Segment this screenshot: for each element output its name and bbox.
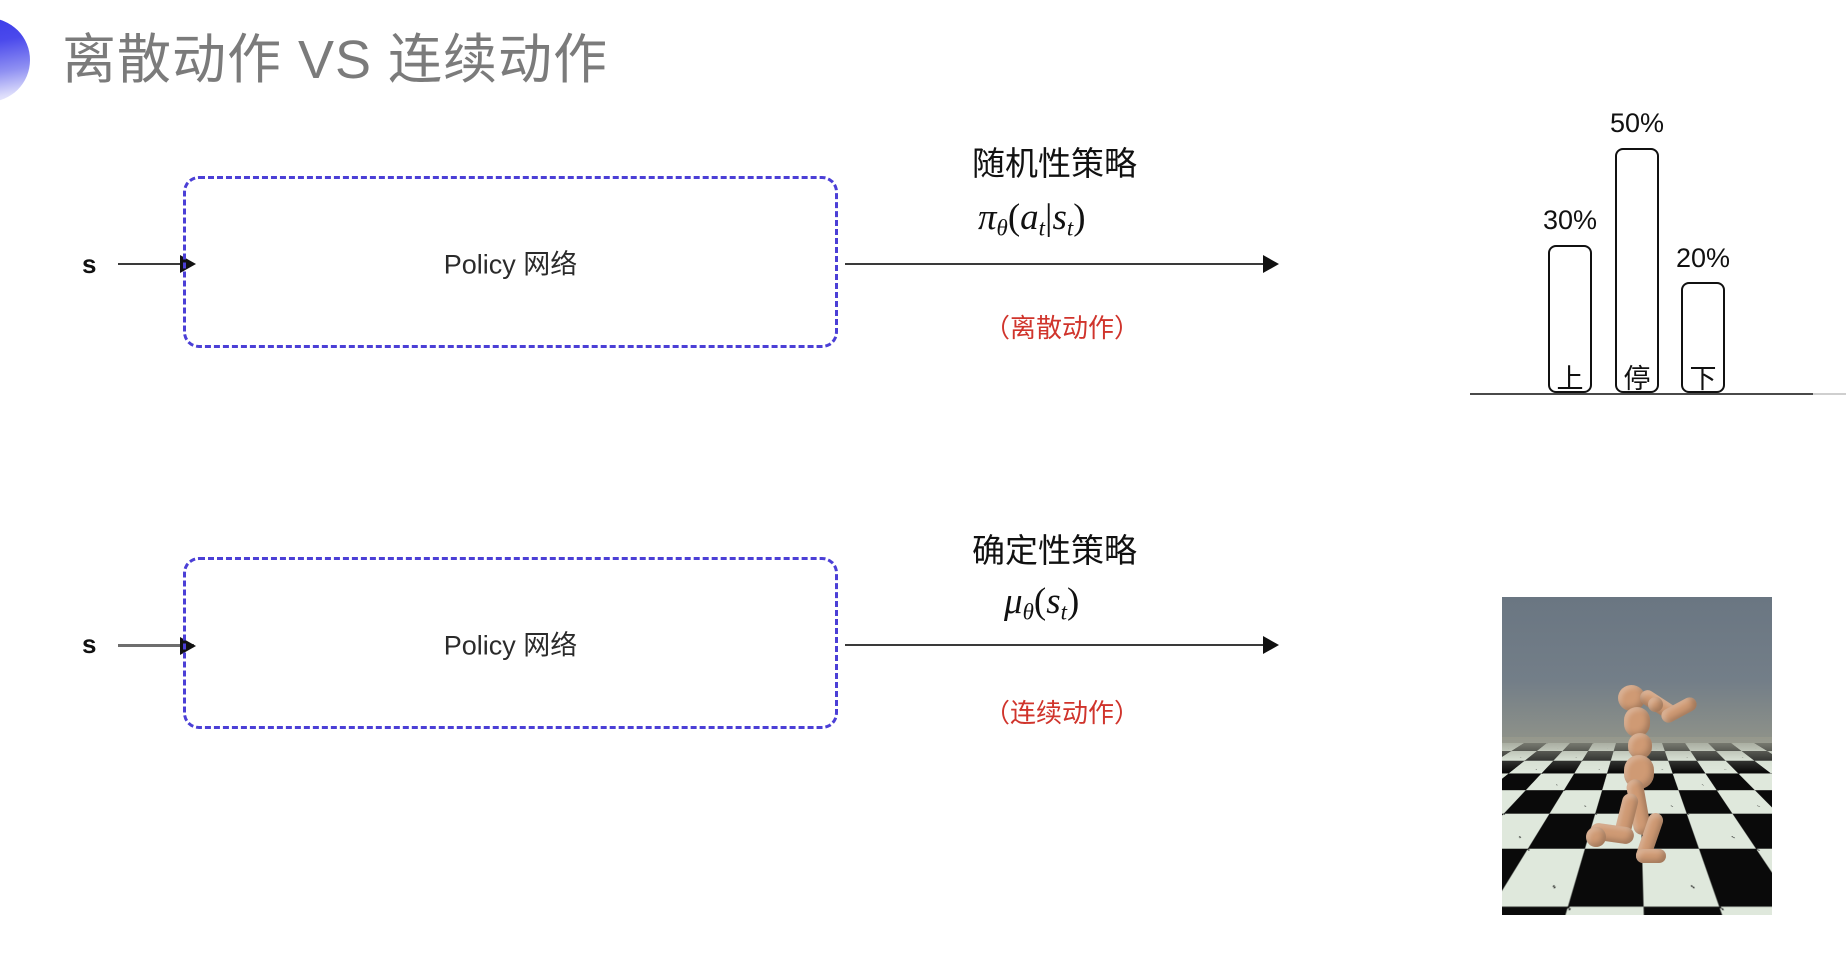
bar-category-ting: 停	[1623, 364, 1651, 394]
formula-sub-t-action: t	[1038, 215, 1046, 241]
title-accent-shape-icon	[0, 18, 30, 102]
action-note-discrete: （离散动作）	[984, 313, 1141, 343]
input-state-label-continuous: s	[82, 629, 97, 659]
bar-value-xia: 20%	[1675, 243, 1731, 273]
policy-kind-label-continuous: 确定性策略	[972, 532, 1137, 569]
input-arrow-discrete	[118, 263, 194, 265]
formula-sub-theta-2: θ	[1022, 599, 1034, 625]
policy-network-label-continuous: Policy 网络	[443, 630, 578, 661]
bar-xia	[1681, 282, 1725, 393]
formula-paren-open: (	[1007, 197, 1021, 238]
formula-sub-theta: θ	[996, 215, 1008, 241]
formula-symbol-mu: μ	[1004, 581, 1023, 622]
bar-category-xia: 下	[1689, 364, 1717, 394]
bar-value-shang: 30%	[1542, 205, 1598, 235]
output-arrow-continuous	[845, 644, 1277, 646]
formula-sub-t-state: t	[1066, 215, 1074, 241]
formula-paren-open-2: (	[1033, 581, 1047, 622]
formula-symbol-s-2: s	[1046, 581, 1061, 622]
humanoid-knee	[1586, 827, 1606, 847]
formula-deterministic-policy: μθ(st)	[1004, 580, 1079, 625]
humanoid-simulation-image	[1502, 597, 1772, 915]
bar-shang	[1548, 245, 1592, 393]
slide-edge-rule	[1813, 393, 1846, 395]
humanoid-foot	[1636, 849, 1666, 863]
policy-network-box-discrete[interactable]: Policy 网络	[183, 176, 838, 348]
output-arrow-discrete	[845, 263, 1277, 265]
bar-ting	[1615, 148, 1659, 393]
formula-symbol-s: s	[1052, 197, 1067, 238]
formula-symbol-pi: π	[978, 197, 997, 238]
discrete-action-bar-chart: 30% 上 50% 停 20% 下	[1470, 95, 1815, 395]
input-arrow-continuous	[118, 644, 194, 647]
action-note-continuous: （连续动作）	[984, 698, 1141, 728]
formula-bar: |	[1045, 197, 1053, 238]
humanoid-abdomen	[1628, 733, 1652, 759]
formula-paren-close: )	[1073, 197, 1086, 238]
bar-category-shang: 上	[1556, 364, 1584, 394]
formula-sub-t-state-2: t	[1060, 599, 1067, 625]
input-state-label-discrete: s	[82, 249, 97, 279]
page-title: 离散动作 VS 连续动作	[62, 30, 609, 90]
policy-kind-label-discrete: 随机性策略	[972, 145, 1137, 182]
policy-network-box-continuous[interactable]: Policy 网络	[183, 557, 838, 729]
formula-symbol-a: a	[1020, 197, 1039, 238]
formula-stochastic-policy: πθ(at|st)	[978, 196, 1086, 241]
policy-network-label-discrete: Policy 网络	[443, 249, 578, 280]
bar-value-ting: 50%	[1609, 108, 1665, 138]
humanoid-chest	[1624, 707, 1650, 737]
formula-paren-close-2: )	[1066, 581, 1080, 622]
chart-axis-line	[1470, 393, 1815, 395]
humanoid-hand	[1648, 697, 1663, 712]
